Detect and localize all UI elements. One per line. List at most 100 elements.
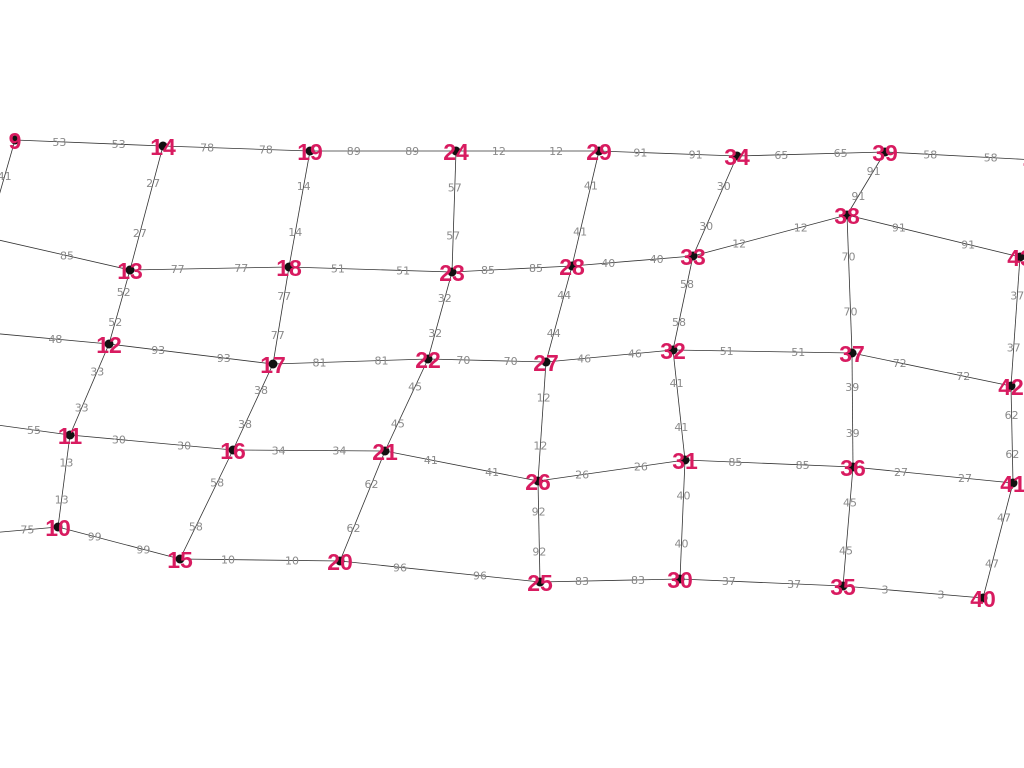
edge-31-36-weight-2: 85 (796, 459, 810, 472)
edge-41-40-weight-2: 47 (985, 558, 999, 571)
node-37[interactable]: 37 (839, 341, 865, 367)
edge-15-20-weight-1: 10 (221, 554, 235, 567)
node-20[interactable]: 20 (327, 549, 353, 575)
node-12-label: 12 (96, 332, 122, 358)
node-36-dot (848, 462, 858, 472)
edge-27-26-weight-2: 12 (533, 439, 547, 452)
edge-29-34-weight-2: 91 (689, 149, 703, 162)
edge-29-28 (571, 150, 600, 267)
edge-9-14-weight-2: 53 (112, 138, 126, 151)
node-17[interactable]: 17 (260, 352, 286, 378)
edge-9-14-weight-1: 53 (52, 136, 66, 149)
node-27[interactable]: 27 (533, 350, 559, 376)
node-29-label: 29 (586, 139, 612, 165)
edge-10-15-weight-1: 99 (88, 531, 102, 544)
node-26[interactable]: 26 (525, 469, 551, 495)
edge-17-16 (232, 363, 274, 451)
node-41[interactable]: 41 (1000, 471, 1024, 497)
edge-14-13-weight-1: 27 (146, 177, 160, 190)
node-32-label: 32 (660, 338, 686, 364)
node-33[interactable]: 33 (680, 244, 706, 270)
edge-34-39 (736, 151, 886, 157)
edge-16-15-weight-1: 58 (210, 477, 224, 490)
node-16[interactable]: 16 (220, 438, 246, 464)
node-27-label: 27 (533, 350, 559, 376)
edge-33-32 (672, 255, 694, 351)
node-42[interactable]: 42 (998, 374, 1024, 400)
node-39[interactable]: 39 (872, 140, 898, 166)
edge-27-32-weight-1: 46 (577, 352, 591, 365)
node-18-label: 18 (276, 255, 302, 281)
edge-14-19-weight-2: 78 (259, 144, 273, 157)
edge-offscreen-10-weight: 75 (20, 524, 34, 537)
node-11[interactable]: 11 (58, 423, 83, 449)
node-21[interactable]: 21 (372, 439, 398, 465)
node-40[interactable]: 40 (970, 586, 996, 612)
edge-42-41 (1010, 385, 1014, 484)
edge-13-18-weight-2: 77 (234, 262, 248, 275)
edge-16-21 (232, 449, 386, 452)
node-31[interactable]: 31 (672, 448, 698, 474)
node-10-dot (53, 522, 63, 532)
edge-24-23-weight-1: 57 (448, 181, 462, 194)
edge-31-36-weight-1: 85 (728, 456, 742, 469)
node-22-label: 22 (415, 347, 441, 373)
node-14[interactable]: 14 (150, 134, 176, 160)
edge-11-16-weight-2: 30 (177, 440, 191, 453)
node-33-label: 33 (680, 244, 706, 270)
edge-38-37-weight-2: 70 (844, 306, 858, 319)
node-25-label: 25 (527, 570, 553, 596)
node-13[interactable]: 13 (117, 258, 143, 284)
edge-14-13-weight-2: 27 (133, 227, 147, 240)
node-34[interactable]: 34 (724, 144, 750, 170)
node-24-dot (451, 146, 461, 156)
node-30-dot (675, 574, 685, 584)
edge-25-30-weight-1: 83 (575, 575, 589, 588)
edge-offscreen-9-weight: 41 (0, 170, 12, 183)
edge-34-33-weight-1: 30 (717, 180, 731, 193)
node-30[interactable]: 30 (667, 567, 693, 593)
edge-13-12-weight-1: 52 (117, 286, 131, 299)
edge-offscreen-13 (0, 239, 131, 271)
node-43[interactable]: 43 (1007, 245, 1024, 271)
node-15[interactable]: 15 (167, 547, 193, 573)
edge-30-35-weight-1: 37 (722, 575, 736, 588)
edge-39-44-weight-2: 58 (984, 152, 998, 165)
edge-36-41 (852, 466, 1014, 484)
node-9-label: 9 (9, 128, 22, 154)
edge-offscreen-11-weight: 55 (27, 424, 41, 437)
edge-20-25-weight-2: 96 (473, 570, 487, 583)
node-22[interactable]: 22 (415, 347, 441, 373)
edge-29-28-weight-1: 41 (584, 180, 598, 193)
node-36[interactable]: 36 (840, 455, 866, 481)
node-12[interactable]: 12 (96, 332, 122, 358)
edge-28-27 (545, 265, 573, 363)
node-35[interactable]: 35 (830, 574, 856, 600)
edge-26-25 (537, 480, 541, 583)
node-24[interactable]: 24 (443, 139, 469, 165)
node-32[interactable]: 32 (660, 338, 686, 364)
node-21-dot (380, 446, 390, 456)
edge-28-27-weight-1: 44 (557, 289, 571, 302)
node-43-label: 43 (1007, 245, 1024, 271)
node-33-dot (688, 251, 698, 261)
node-27-dot (541, 357, 551, 367)
edge-39-38 (846, 151, 886, 216)
node-42-label: 42 (998, 374, 1024, 400)
node-29[interactable]: 29 (586, 139, 612, 165)
node-9[interactable]: 9 (9, 128, 22, 154)
node-9-dot (10, 135, 20, 145)
node-10[interactable]: 10 (45, 515, 71, 541)
node-23[interactable]: 23 (439, 260, 465, 286)
edge-14-19 (162, 145, 311, 152)
edge-27-32 (545, 349, 674, 363)
node-28[interactable]: 28 (559, 254, 585, 280)
edge-16-21-weight-1: 34 (272, 444, 286, 457)
node-38[interactable]: 38 (834, 203, 860, 229)
node-25[interactable]: 25 (527, 570, 553, 596)
node-18[interactable]: 18 (276, 255, 302, 281)
node-19[interactable]: 19 (297, 139, 323, 165)
edge-21-20 (339, 450, 386, 562)
edge-20-25-weight-1: 96 (393, 561, 407, 574)
